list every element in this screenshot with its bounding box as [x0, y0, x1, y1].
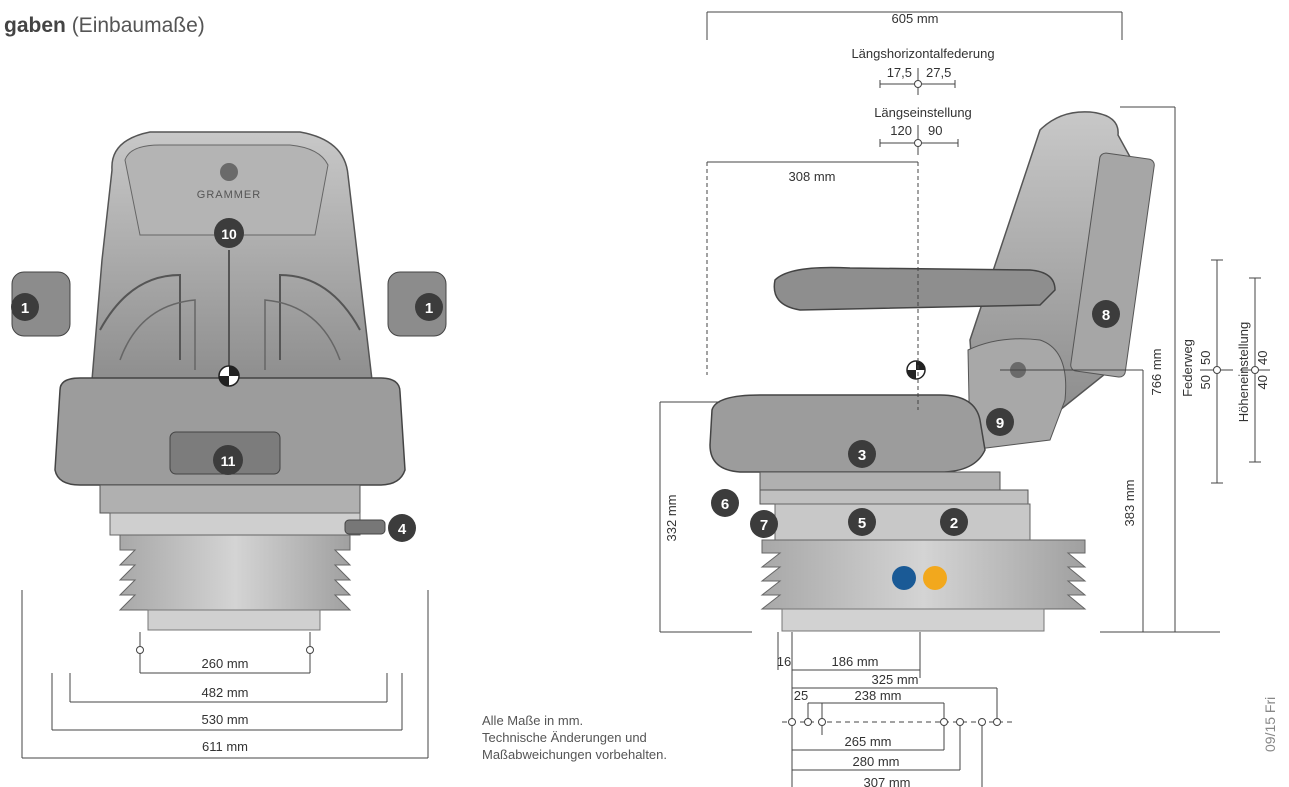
- front-slide-rail: [99, 484, 361, 514]
- marker-1-left: [11, 293, 39, 321]
- marker-6: 6: [721, 496, 729, 513]
- marker-8: 8: [1102, 307, 1110, 324]
- marker-4: [388, 514, 416, 542]
- mount-holes: [788, 718, 1001, 726]
- marker-10: [214, 218, 244, 248]
- front-bellows: [118, 534, 352, 611]
- fw-bottom: 50: [1198, 375, 1213, 389]
- label-laengshorizontalfederung: Längshorizontalfederung: [851, 46, 994, 61]
- side-armrest: [773, 266, 1056, 311]
- side-view-seat: [709, 111, 1155, 632]
- side-markers: 6 7 5 2 3 9 8: [711, 300, 1120, 538]
- marker-5: 5: [858, 515, 866, 532]
- note-line-2: Technische Änderungen und: [482, 730, 647, 745]
- marker-3: 3: [858, 447, 866, 464]
- rib: [99, 273, 181, 360]
- dim-25: 25: [794, 688, 808, 703]
- marker-11: [213, 445, 243, 475]
- notes-block: Alle Maße in mm. Technische Änderungen u…: [482, 712, 667, 763]
- side-seat-cushion: [709, 394, 986, 473]
- marker-2: 2: [950, 515, 958, 532]
- dim-186: 186 mm: [832, 654, 879, 669]
- dim-308: 308 mm: [789, 169, 836, 184]
- side-rail: [759, 471, 1001, 491]
- compressor-icon: [923, 566, 947, 590]
- brand-text: GRAMMER: [197, 189, 261, 201]
- dim-332: 332 mm: [664, 495, 679, 542]
- front-base-plate: [147, 609, 321, 631]
- marker-9: 9: [996, 415, 1004, 432]
- dim-280: 280 mm: [853, 754, 900, 769]
- note-line-1: Alle Maße in mm.: [482, 713, 584, 728]
- dim-611: 611 mm: [202, 739, 248, 754]
- he-bottom: 40: [1255, 375, 1270, 389]
- dim-307: 307 mm: [864, 775, 911, 787]
- title-rest: (Einbaumaße): [71, 14, 205, 37]
- dim-238: 238 mm: [855, 688, 902, 703]
- title-bold: gaben: [4, 14, 66, 37]
- dim-482: 482 mm: [202, 685, 249, 700]
- front-base-top: [109, 512, 361, 536]
- dim-16: 16: [777, 654, 791, 669]
- side-rail-2: [759, 489, 1029, 505]
- air-suspension-icon: [892, 566, 916, 590]
- side-bellows: [760, 539, 1087, 610]
- side-base-top: [774, 503, 1031, 541]
- front-lever: [344, 519, 386, 535]
- lh-right: 27,5: [926, 65, 951, 80]
- dim-605: 605 mm: [892, 11, 939, 26]
- brand-logo-icon: [220, 163, 238, 181]
- front-view-seat: GRAMMER: [11, 131, 447, 631]
- marker-10-label: 10: [221, 226, 237, 242]
- label-federweg: Federweg: [1180, 339, 1195, 397]
- dim-766: 766 mm: [1149, 349, 1164, 396]
- page-title: gaben (Einbaumaße): [4, 14, 205, 38]
- rib: [119, 299, 196, 370]
- he-top: 40: [1255, 351, 1270, 365]
- dim-265: 265 mm: [845, 734, 892, 749]
- marker-7: 7: [760, 517, 768, 534]
- marker-1-right: [415, 293, 443, 321]
- marker-4-label: 4: [398, 521, 407, 538]
- le-right: 90: [928, 123, 942, 138]
- rib: [279, 273, 361, 360]
- marker-11-label: 11: [221, 453, 236, 469]
- dim-260: 260 mm: [202, 656, 249, 671]
- footer-code: 09/15 Fri: [1262, 696, 1278, 752]
- marker-1-right-label: 1: [425, 300, 433, 317]
- note-line-3: Maßabweichungen vorbehalten.: [482, 747, 668, 762]
- front-headrest-panel: [124, 144, 329, 236]
- front-dimension-lines: [21, 590, 429, 759]
- fw-top: 50: [1198, 351, 1213, 365]
- le-left: 120: [890, 123, 912, 138]
- lh-left: 17,5: [887, 65, 912, 80]
- side-backrest-frame: [1070, 152, 1155, 378]
- dim-383: 383 mm: [1122, 480, 1137, 527]
- marker-1-left-label: 1: [21, 300, 29, 317]
- label-hoeheneinstellung: Höheneinstellung: [1236, 322, 1251, 422]
- rib: [264, 299, 341, 370]
- label-laengseinstellung: Längseinstellung: [874, 105, 972, 120]
- front-markers: 1 1 10 11 4: [11, 218, 443, 542]
- dim-530: 530 mm: [202, 712, 249, 727]
- dim-325: 325 mm: [872, 672, 919, 687]
- side-base-plate: [781, 608, 1045, 632]
